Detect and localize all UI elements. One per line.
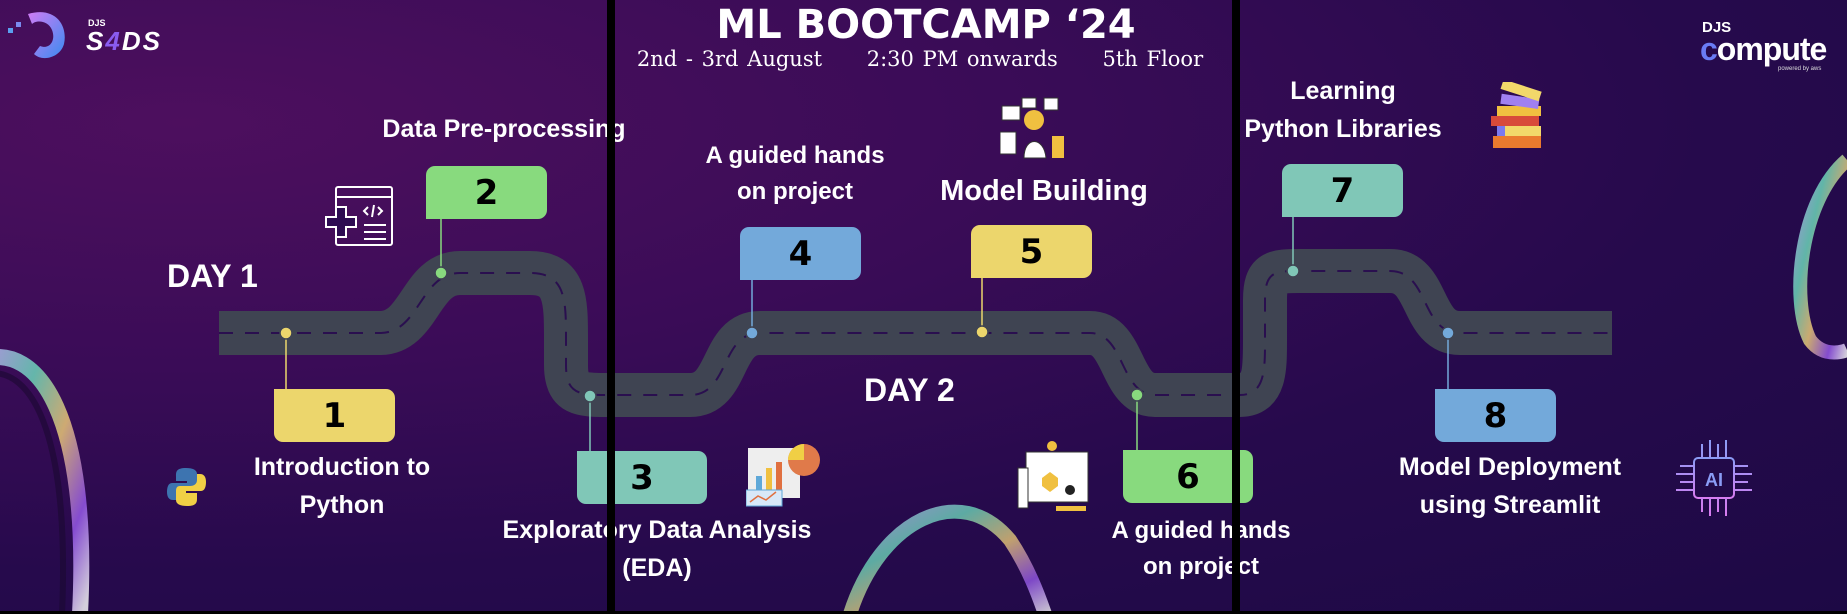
robot-dashboard-icon — [1000, 97, 1064, 159]
bubble-bottom — [843, 504, 1052, 614]
svg-text:DJS: DJS — [1702, 19, 1731, 36]
page-title: ML BOOTCAMP ‘24 — [716, 2, 1136, 48]
code-document-icon — [325, 186, 393, 246]
event-time: 2:30 PM onwards — [866, 47, 1058, 71]
milestone-1-badge: 1 — [274, 389, 395, 442]
divider-line-bottom — [0, 611, 1847, 614]
svg-text:powered by aws: powered by aws — [1778, 66, 1821, 72]
marker-dot-2 — [434, 266, 448, 280]
svg-text:compute: compute — [1700, 31, 1827, 67]
marker-dot-5 — [975, 325, 989, 339]
s4ds-logo: DJS S4DS — [6, 6, 206, 60]
bubble-left — [0, 349, 90, 614]
event-dates: 2nd - 3rd August — [636, 47, 823, 71]
divider-line-right — [1232, 0, 1240, 614]
milestone-connectors — [279, 217, 1455, 451]
marker-dot-8 — [1441, 326, 1455, 340]
milestone-4-badge: 4 — [740, 227, 861, 280]
marker-dot-6 — [1130, 388, 1144, 402]
ai-chip-icon: AI — [1676, 440, 1752, 516]
djs-compute-logo: DJS compute powered by aws — [1700, 14, 1845, 72]
milestone-8-badge: 8 — [1435, 389, 1556, 442]
divider-line-left — [607, 0, 615, 614]
python-icon — [167, 468, 206, 506]
marker-dot-3 — [583, 389, 597, 403]
books-icon — [1491, 82, 1542, 148]
milestone-5-badge: 5 — [971, 225, 1092, 278]
milestone-7-badge: 7 — [1282, 164, 1403, 217]
svg-text:DJS: DJS — [88, 18, 106, 28]
milestone-3-label: Exploratory Data Analysis(EDA) — [502, 516, 812, 582]
event-details: 2nd - 3rd August 2:30 PM onwards 5th Flo… — [619, 44, 1221, 76]
svg-text:S4DS: S4DS — [86, 26, 162, 56]
marker-dot-4 — [745, 326, 759, 340]
milestone-5-label: Model Building — [940, 175, 1148, 207]
milestone-6-badge: 6 — [1123, 450, 1253, 503]
analytics-chart-icon — [746, 444, 820, 507]
marker-dot-7 — [1286, 264, 1300, 278]
bubble-right — [1793, 154, 1847, 360]
event-venue: 5th Floor — [1102, 47, 1204, 71]
svg-text:AI: AI — [1705, 470, 1723, 490]
day-2-label: DAY 2 — [864, 372, 955, 408]
day-1-label: DAY 1 — [167, 258, 258, 294]
marker-dot-1 — [279, 326, 293, 340]
milestone-2-label: Data Pre-processing — [382, 115, 626, 143]
team-collaboration-icon — [1017, 441, 1089, 511]
milestone-2-badge: 2 — [426, 166, 547, 219]
milestone-3-badge: 3 — [577, 451, 707, 504]
